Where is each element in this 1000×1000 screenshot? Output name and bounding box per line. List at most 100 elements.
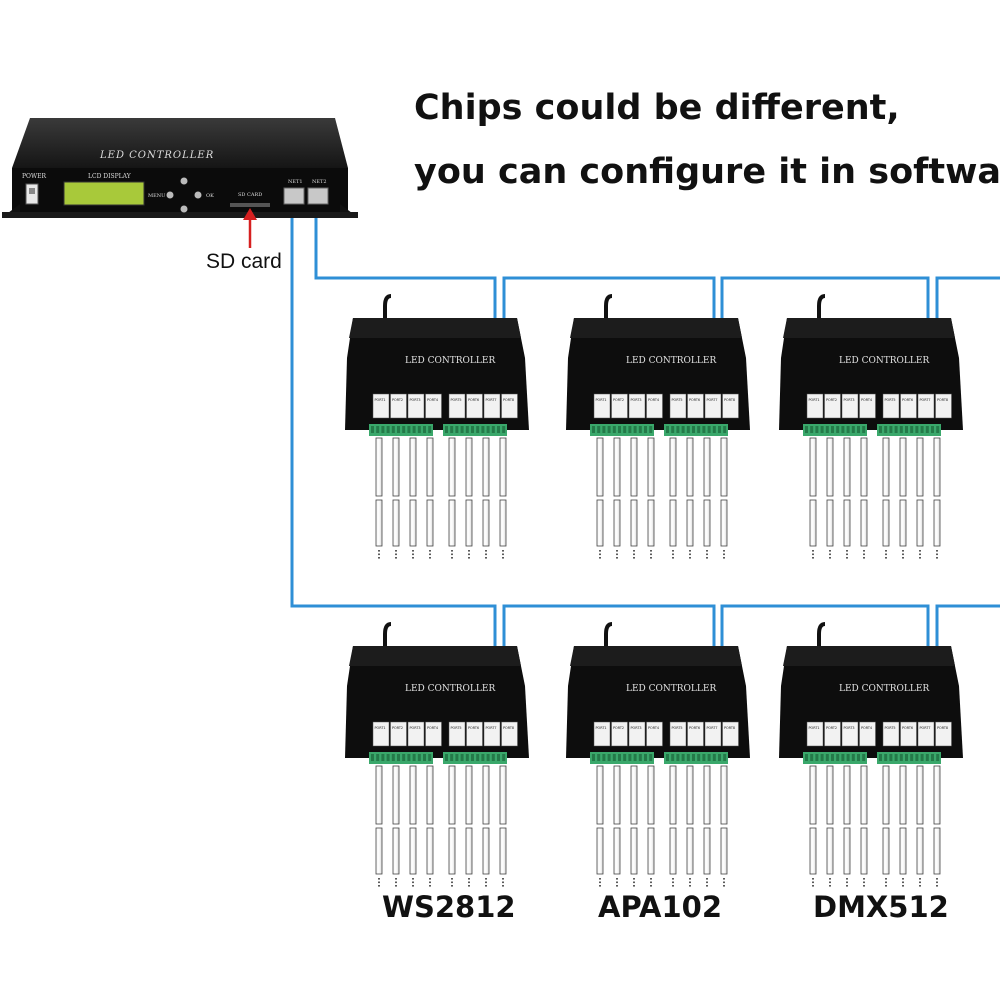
port-label: PORT2 [613,398,624,402]
port-label-box [806,721,824,747]
led-strip [465,437,473,559]
net2-port[interactable] [307,187,329,205]
port-label-box [687,393,704,419]
port-label-box [646,393,663,419]
port-label-box [611,393,628,419]
led-strip [899,765,907,887]
led-strip [916,437,924,559]
led-strip [826,765,834,887]
led-strip [596,437,604,559]
port-label-box [722,393,739,419]
terminal-block-left [803,424,867,436]
sd-slot-label: SD CARD [238,192,262,198]
led-strips [375,437,507,559]
port-label: PORT7 [486,398,497,402]
port-label-box [448,393,466,419]
port-label-box [390,721,407,747]
port-label: PORT8 [724,726,735,730]
port-label: PORT6 [689,398,700,402]
port-label-box [841,721,859,747]
led-strip [499,765,507,887]
terminal-block-left [803,752,867,764]
led-strip [375,765,383,887]
up-button[interactable] [180,177,188,185]
led-strip [596,765,604,887]
port-label-box [466,393,483,419]
port-label: PORT4 [861,726,872,730]
slave-title: LED CONTROLLER [626,356,716,366]
led-strip [686,437,694,559]
port-label: PORT6 [902,398,913,402]
port-label-box [483,393,501,419]
led-strip [720,765,728,887]
port-label-box [425,393,442,419]
port-label: PORT3 [631,726,642,730]
lcd-display [63,181,145,206]
led-strip [686,765,694,887]
port-label: PORT5 [885,726,896,730]
port-label-box [806,393,824,419]
terminal-block-left [590,424,654,436]
port-label: PORT1 [809,726,820,730]
lcd-label: LCD DISPLAY [88,173,132,180]
led-strip [392,765,400,887]
port-label-box [841,393,859,419]
terminal-blocks [803,424,941,436]
port-label: PORT2 [826,398,837,402]
slave-title: LED CONTROLLER [839,684,929,694]
terminal-block-right [443,752,507,764]
led-strip [482,437,490,559]
led-strip [809,765,817,887]
led-strip [392,437,400,559]
down-button[interactable] [180,205,188,213]
port-label: PORT6 [468,398,479,402]
port-label-box [900,721,917,747]
port-label: PORT5 [672,726,683,730]
headline-line-2: you can configure it in software [414,152,1000,192]
port-label: PORT8 [503,726,514,730]
network-cables [290,196,1000,646]
sd-card-slot[interactable] [230,203,270,207]
led-strip [448,437,456,559]
ok-button[interactable] [194,191,202,199]
port-label-box [704,393,722,419]
net1-port[interactable] [283,187,305,205]
port-label: PORT7 [920,398,931,402]
terminal-blocks [590,752,728,764]
port-label-box [917,393,935,419]
port-label-box [593,721,611,747]
led-strips [596,765,728,887]
led-strips [809,765,941,887]
port-label: PORT4 [427,726,438,730]
port-label: PORT7 [486,726,497,730]
left-button[interactable] [166,191,174,199]
terminal-blocks [803,752,941,764]
led-strip [613,765,621,887]
cable-segment-3 [935,276,1000,318]
terminal-block-right [877,752,941,764]
chip-label-ws2812: WS2812 [382,890,516,924]
port-label-box [935,721,952,747]
port-label: PORT2 [613,726,624,730]
led-strip [933,765,941,887]
port-label: PORT4 [648,726,659,730]
port-label: PORT3 [410,398,421,402]
net2-label: NET2 [312,179,327,185]
led-strip [630,765,638,887]
power-cord [383,294,392,318]
led-strip [426,765,434,887]
port-label: PORT6 [902,726,913,730]
cable-segment-1 [502,276,716,318]
port-label: PORT1 [375,726,386,730]
led-strip [613,437,621,559]
port-label: PORT3 [410,726,421,730]
port-label: PORT5 [451,398,462,402]
port-label: PORT5 [885,398,896,402]
port-label-box [900,393,917,419]
port-label: PORT3 [631,398,642,402]
cable-segment-7 [935,604,1000,646]
led-strip [860,765,868,887]
